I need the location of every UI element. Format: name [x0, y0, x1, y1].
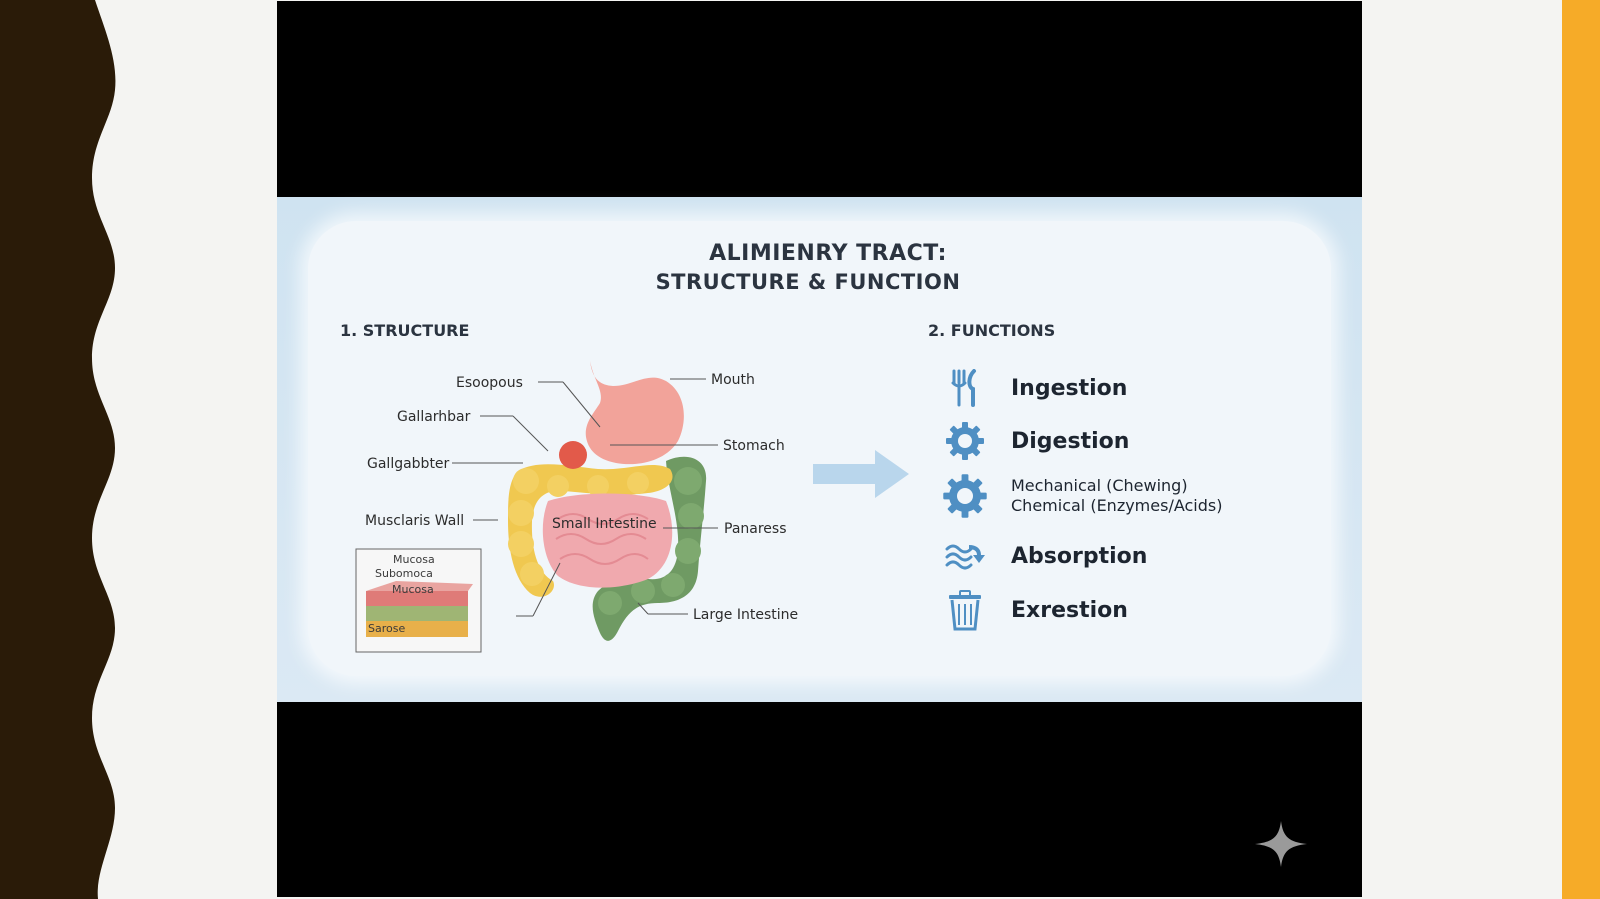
label-stomach: Stomach	[723, 438, 785, 454]
function-label-excretion: Exrestion	[1011, 597, 1128, 623]
layer-label-mucosa-2: Mucosa	[392, 583, 434, 596]
fork-knife-icon	[941, 366, 989, 410]
function-mech-chem-text: Mechanical (Chewing) Chemical (Enzymes/A…	[1011, 476, 1222, 516]
label-esophagus: Esoopous	[456, 375, 523, 391]
title-line-1: ALIMIENRY TRACT:	[709, 241, 947, 266]
functions-heading: 2. FUNCTIONS	[928, 321, 1056, 340]
right-arrow-icon	[813, 450, 909, 498]
digestive-tract-diagram: Esoopous Mouth Gallarhbar Stomach Gallga…	[355, 361, 798, 653]
function-label-digestion: Digestion	[1011, 428, 1130, 454]
function-label-absorption: Absorption	[1011, 543, 1148, 569]
label-gallbladder-1: Gallarhbar	[397, 409, 471, 425]
function-absorption: Absorption	[941, 534, 1321, 578]
infographic-card: ALIMIENRY TRACT: STRUCTURE & FUNCTION 1.…	[308, 221, 1331, 676]
label-gallbladder-2: Gallgabbter	[367, 456, 450, 472]
trash-bin-icon	[941, 588, 989, 632]
layer-label-mucosa: Mucosa	[393, 553, 435, 566]
infographic-panel: ALIMIENRY TRACT: STRUCTURE & FUNCTION 1.…	[277, 197, 1362, 702]
right-accent-bar	[1562, 0, 1600, 899]
label-muscularis: Musclaris Wall	[365, 513, 464, 529]
left-wave-border	[0, 0, 116, 899]
waves-arrow-icon	[941, 534, 989, 578]
function-label-chemical: Chemical (Enzymes/Acids)	[1011, 496, 1223, 515]
structure-heading: 1. STRUCTURE	[340, 321, 470, 340]
function-excretion: Exrestion	[941, 588, 1321, 632]
label-large-intestine: Large Intestine	[693, 607, 798, 623]
function-mechanical-chemical: Mechanical (Chewing) Chemical (Enzymes/A…	[941, 474, 1321, 518]
small-intestine-shape	[542, 493, 673, 588]
gear-icon	[941, 474, 989, 518]
sparkle-icon	[1255, 821, 1307, 867]
gear-icon	[941, 419, 989, 463]
label-small-intestine: Small Intestine	[552, 516, 657, 532]
function-ingestion: Ingestion	[941, 366, 1321, 410]
title-line-2: STRUCTURE & FUNCTION	[655, 270, 961, 294]
stomach-shape	[585, 361, 684, 465]
function-label-mechanical: Mechanical (Chewing)	[1011, 476, 1188, 495]
gallbladder-shape	[559, 441, 587, 469]
label-pancreas: Panaress	[724, 521, 787, 537]
function-digestion: Digestion	[941, 419, 1321, 463]
slide-frame: ALIMIENRY TRACT: STRUCTURE & FUNCTION 1.…	[277, 1, 1362, 897]
layer-label-submucosa: Subomoca	[375, 567, 433, 580]
layer-label-serosa: Sarose	[368, 622, 405, 635]
label-mouth: Mouth	[711, 372, 755, 388]
function-label-ingestion: Ingestion	[1011, 375, 1128, 401]
